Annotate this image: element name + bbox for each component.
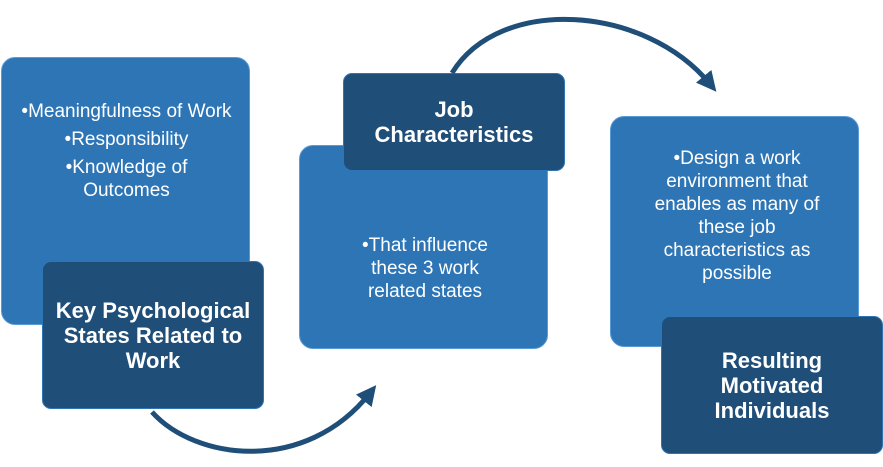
stage-1-bullet: Meaningfulness of Work — [20, 100, 233, 123]
stage-2-bullet-list: That influence these 3 work related stat… — [340, 234, 510, 308]
stage-3-bullet-list: Design a work environment that enables a… — [637, 147, 837, 290]
stage-3-bullet: Design a work environment that enables a… — [637, 147, 837, 285]
stage-3-label: Resulting Motivated Individuals — [661, 316, 883, 454]
stage-2-title: Job Characteristics — [374, 97, 534, 147]
stage-1-bullet-list: Meaningfulness of Work Responsibility Kn… — [20, 100, 233, 207]
stage-2-label: Job Characteristics — [343, 73, 565, 171]
stage-3-card: Design a work environment that enables a… — [610, 116, 859, 347]
stage-1-bullet: Responsibility — [20, 128, 233, 151]
stage-1-title: Key Psychological States Related to Work — [55, 297, 251, 373]
stage-1-bullet: Knowledge of Outcomes — [20, 156, 233, 202]
stage-2-card: That influence these 3 work related stat… — [299, 145, 548, 349]
stage-3-title: Resulting Motivated Individuals — [714, 347, 830, 423]
stage-2-bullet: That influence these 3 work related stat… — [340, 234, 510, 303]
stage-1-label: Key Psychological States Related to Work — [42, 261, 264, 409]
